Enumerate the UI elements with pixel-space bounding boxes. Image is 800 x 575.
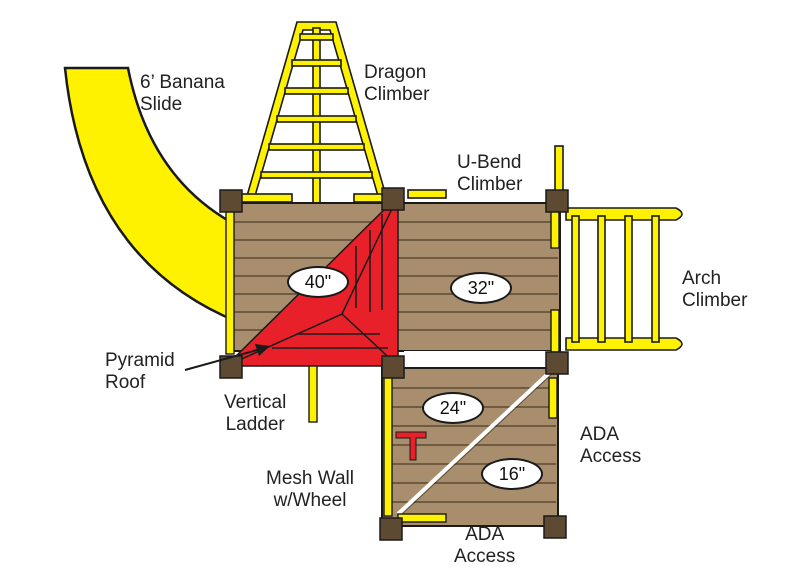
mesh-wall-label: Mesh Wall w/Wheel xyxy=(266,468,354,511)
height-badge-lower-lower: 16" xyxy=(481,458,543,490)
ada-access-right-label: ADA Access xyxy=(580,424,642,467)
dragon-climber-label: Dragon Climber xyxy=(364,62,430,105)
height-badge-left-deck: 40" xyxy=(287,266,349,298)
pyramid-roof-label: Pyramid Roof xyxy=(105,350,175,393)
arch-climber xyxy=(565,207,683,351)
arch-climber-label: Arch Climber xyxy=(682,268,748,311)
ada-access-bottom-label: ADA Access xyxy=(454,524,516,567)
deck-gap xyxy=(404,351,556,369)
ada-divider xyxy=(396,370,552,516)
u-bend-climber-label: U-Bend Climber xyxy=(457,152,523,195)
dragon-climber xyxy=(239,21,391,205)
height-badge-lower-upper: 24" xyxy=(422,392,484,424)
banana-slide-label: 6’ Banana Slide xyxy=(140,72,225,115)
vertical-ladder xyxy=(308,365,318,423)
vertical-ladder-label: Vertical Ladder xyxy=(224,392,287,435)
deck-posts xyxy=(219,187,569,541)
height-badge-top-right-deck: 32" xyxy=(450,272,512,304)
roof-pointer-arrow xyxy=(184,344,270,371)
mesh-wall-wheel xyxy=(395,431,427,461)
deck-rails xyxy=(225,203,560,523)
